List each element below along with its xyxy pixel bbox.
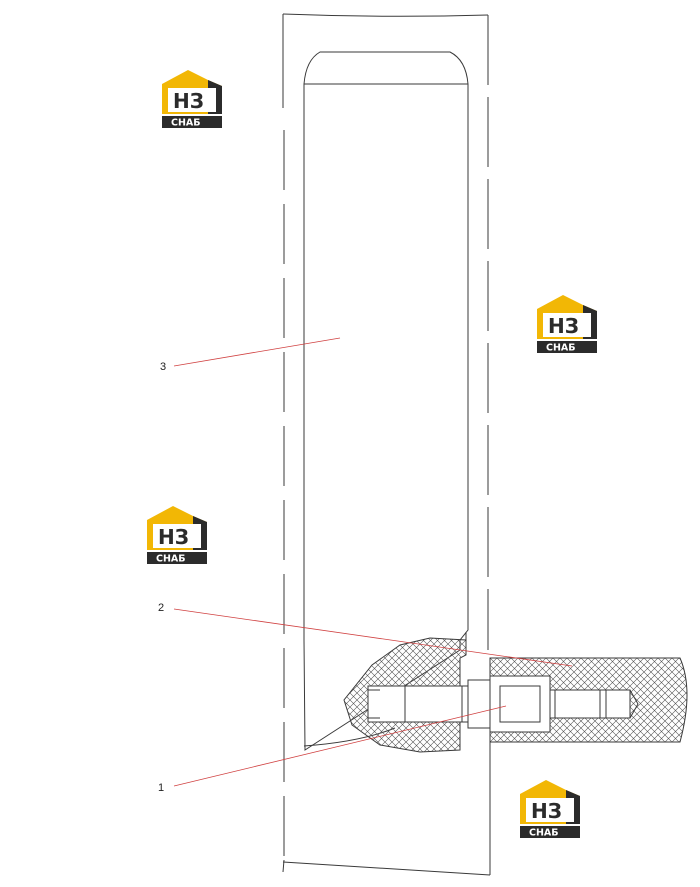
callout-2: 2 xyxy=(158,602,164,614)
watermark-caption: СНАБ xyxy=(171,118,201,129)
callout-3: 3 xyxy=(160,361,166,373)
bolt-part-1 xyxy=(367,675,639,733)
watermark-logo-1: НЗ СНАБ xyxy=(162,70,222,129)
watermark-logo-2: НЗ СНАБ xyxy=(537,295,597,354)
watermark-letters: НЗ xyxy=(531,799,562,823)
watermark-caption: СНАБ xyxy=(529,828,559,839)
leader-line-3 xyxy=(173,337,341,367)
watermark-logo-3: НЗ СНАБ xyxy=(147,506,207,565)
watermark-letters: НЗ xyxy=(548,314,579,338)
watermark-letters: НЗ xyxy=(158,525,189,549)
watermark-logo-4: НЗ СНАБ xyxy=(520,780,580,839)
pin-part-3 xyxy=(303,51,469,751)
watermark-caption: СНАБ xyxy=(546,343,576,354)
leader-lines xyxy=(173,337,573,787)
callout-1: 1 xyxy=(158,782,164,794)
leader-line-1 xyxy=(173,705,507,787)
watermark-caption: СНАБ xyxy=(156,554,186,565)
housing-outline xyxy=(282,13,491,876)
leader-line-2 xyxy=(173,608,573,667)
watermark-letters: НЗ xyxy=(173,89,204,113)
